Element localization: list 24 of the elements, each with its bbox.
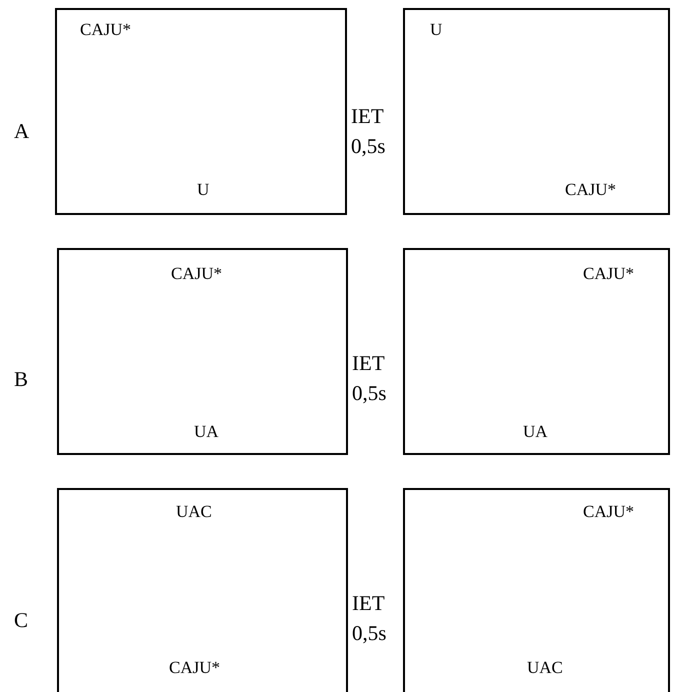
stimulus-frame xyxy=(55,8,347,215)
stimulus-word: CAJU* xyxy=(583,502,634,522)
stimulus-word: UAC xyxy=(527,658,563,678)
interval-label: IET 0,5s xyxy=(351,103,386,160)
row-letter: B xyxy=(14,366,28,393)
stimulus-word: CAJU* xyxy=(169,658,220,678)
stimulus-frame xyxy=(403,488,670,692)
stimulus-word: CAJU* xyxy=(565,180,616,200)
row-letter: C xyxy=(14,607,28,634)
interval-label: IET 0,5s xyxy=(352,590,388,647)
stimulus-frame xyxy=(57,248,348,455)
row-letter: A xyxy=(14,118,30,145)
stimulus-frame xyxy=(57,488,348,692)
stimulus-word: U xyxy=(197,180,210,200)
stimulus-frame xyxy=(403,248,670,455)
interval-label: IET 0,5s xyxy=(352,350,388,407)
stimulus-word: UAC xyxy=(176,502,212,522)
stimulus-word: CAJU* xyxy=(583,264,634,284)
stimulus-word: U xyxy=(430,20,442,40)
stimulus-word: UA xyxy=(523,422,548,442)
stimulus-word: UA xyxy=(194,422,219,442)
stimulus-frame xyxy=(403,8,670,215)
stimulus-word: CAJU* xyxy=(80,20,132,40)
stimulus-word: CAJU* xyxy=(171,264,222,284)
